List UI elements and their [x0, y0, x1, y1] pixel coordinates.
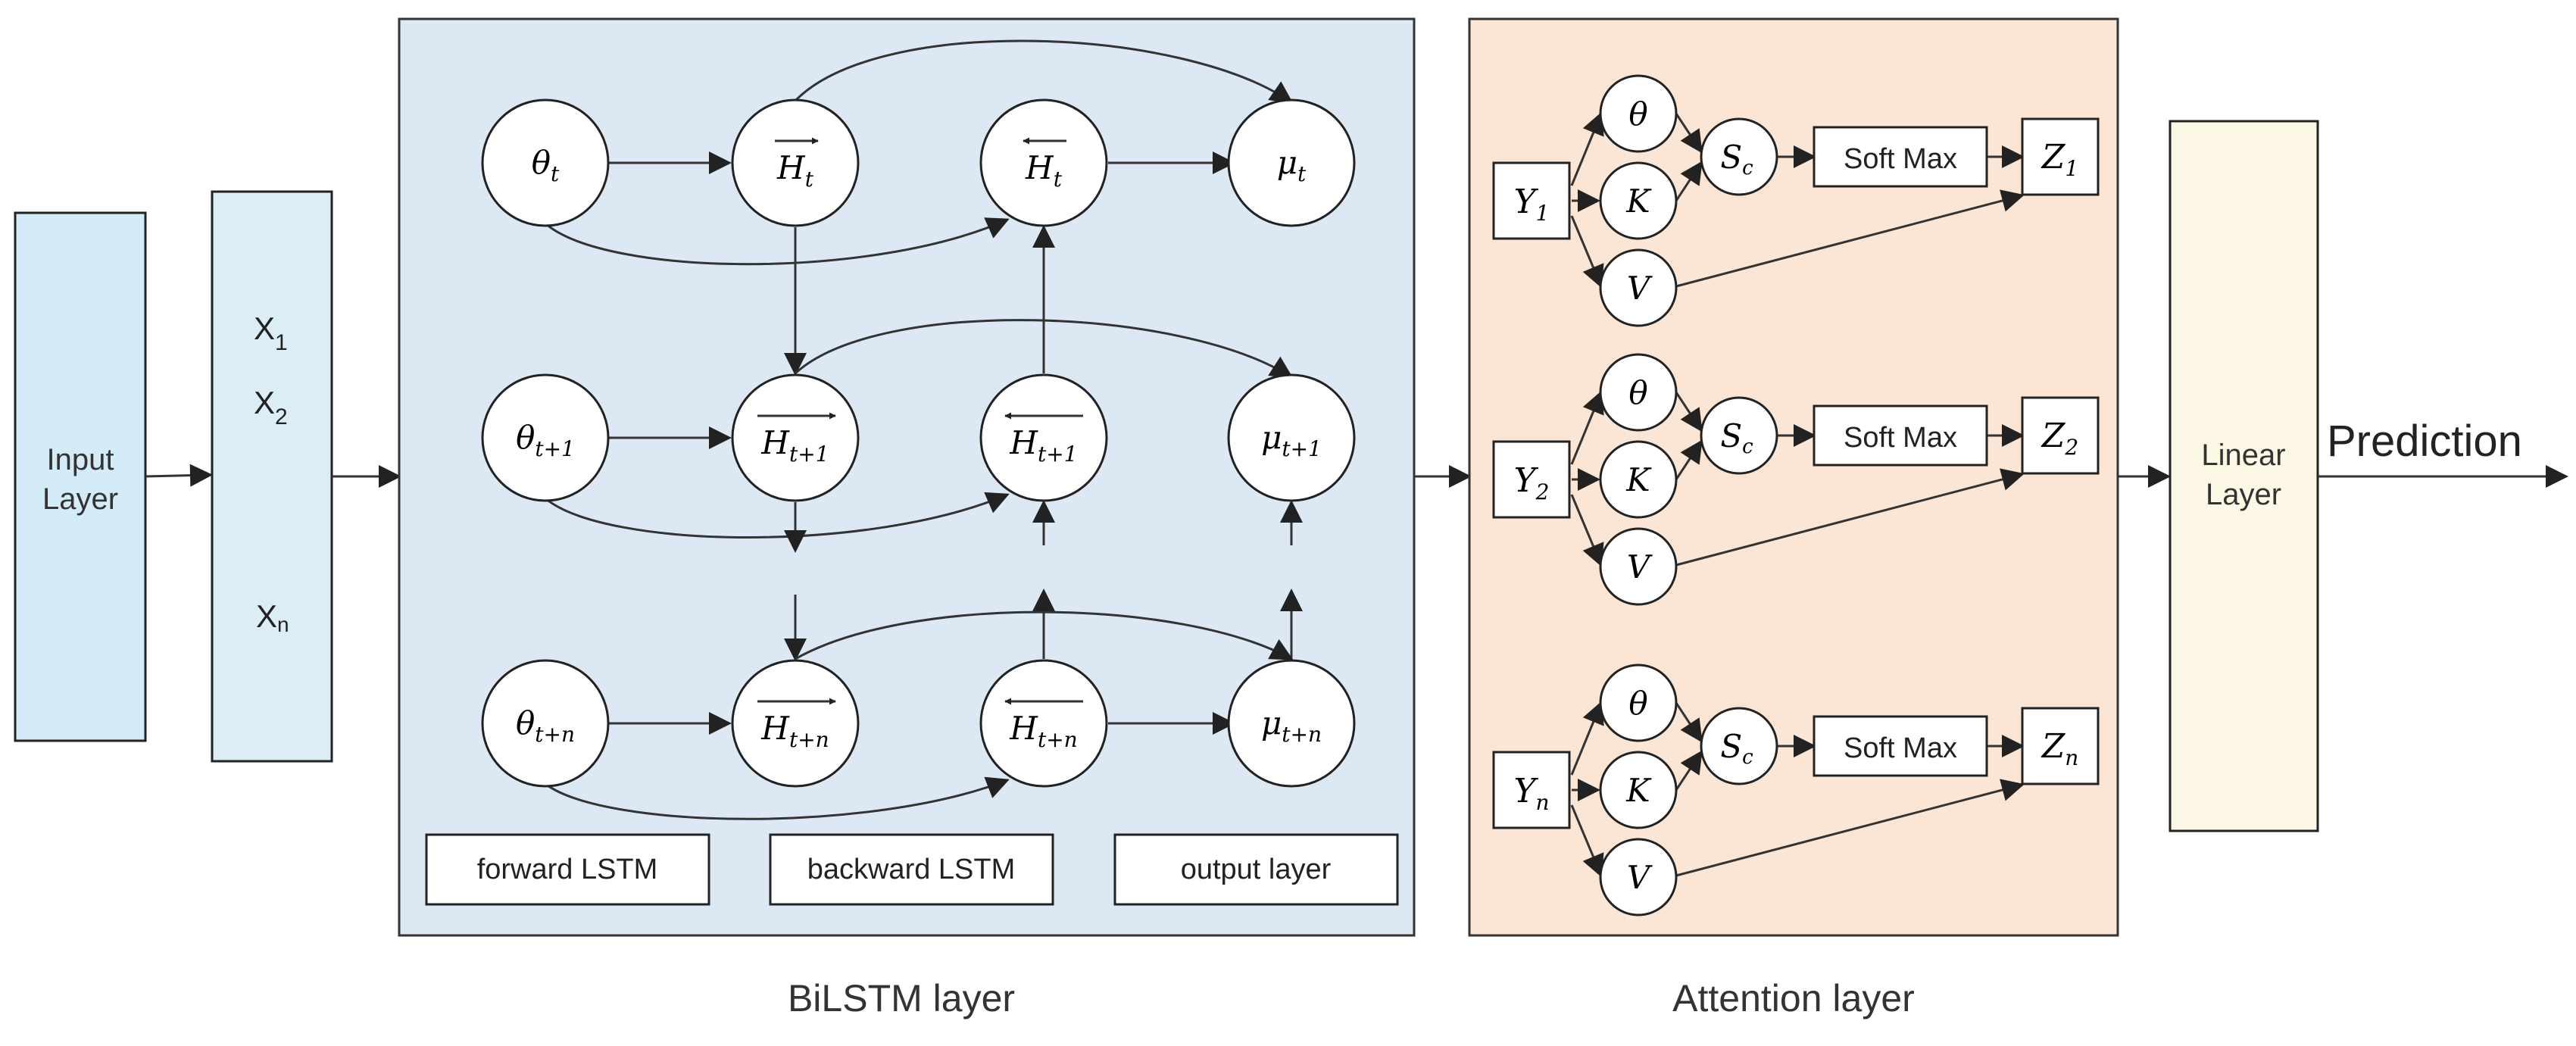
theta-label: θ: [1628, 374, 1647, 411]
prediction-label: Prediction: [2327, 417, 2522, 466]
input-layer-label-line2: Layer: [42, 482, 118, 516]
value-node: [1599, 248, 1678, 327]
forward-h-t-label: Ht: [776, 149, 814, 192]
key-label: K: [1625, 461, 1652, 498]
x2-label: X2: [254, 385, 288, 429]
attention-block-1: Y1 θ K V Sc Soft Max Z1: [1492, 74, 2100, 327]
score-node: [1700, 707, 1778, 785]
y1-box: [1492, 161, 1571, 240]
score-label: Sc: [1720, 728, 1753, 769]
theta-t-label: θt: [532, 144, 560, 186]
linear-layer-label-line2: Layer: [2206, 478, 2281, 511]
softmax-label: Soft Max: [1844, 143, 1957, 175]
theta-t1-node: [481, 373, 610, 502]
y2-box: [1492, 440, 1571, 519]
z1-box: [2021, 117, 2100, 196]
bilstm-layer-caption: BiLSTM layer: [788, 977, 1015, 1019]
z2-box: [2021, 396, 2100, 475]
input-layer-box: [14, 211, 147, 742]
mu-t-label: μt: [1277, 144, 1307, 186]
softmax-label: Soft Max: [1844, 422, 1957, 454]
theta-label: θ: [1628, 685, 1647, 722]
theta-node: [1599, 664, 1678, 742]
y2-label: Y2: [1514, 461, 1550, 504]
backward-h-t-label: Ht: [1025, 149, 1063, 192]
yn-label: Yn: [1513, 772, 1549, 815]
forward-h-t1-node: [731, 373, 860, 502]
key-node: [1599, 440, 1678, 519]
legend-forward-lstm: forward LSTM: [477, 854, 658, 885]
key-node: [1599, 161, 1678, 240]
bilstm-row-tn: θt+n Ht+n Ht+n μt+n: [481, 659, 1356, 788]
legend-output-layer: output layer: [1181, 854, 1332, 885]
key-node: [1599, 751, 1678, 829]
legend-output-layer-box: [1113, 833, 1399, 906]
yn-box: [1492, 751, 1571, 829]
key-label: K: [1625, 183, 1652, 220]
xn-label: Xn: [256, 598, 289, 636]
backward-h-t-node: [979, 98, 1108, 227]
value-node: [1599, 527, 1678, 606]
legend-backward-lstm-box: [769, 833, 1054, 906]
mu-tn-label: μt+n: [1261, 704, 1322, 747]
y1-label: Y1: [1514, 183, 1550, 226]
score-label: Sc: [1720, 139, 1753, 180]
mu-t1-node: [1227, 373, 1356, 502]
value-label: V: [1627, 270, 1653, 307]
forward-h-t1-label: Ht+1: [760, 424, 829, 467]
key-label: K: [1625, 772, 1652, 809]
softmax-box: [1813, 126, 1988, 188]
linear-layer-box: [2169, 120, 2319, 832]
z1-label: Z1: [2041, 138, 2078, 181]
x1-label: X1: [254, 311, 288, 355]
arrow-input-to-x: [145, 464, 213, 487]
zn-label: Zn: [2041, 727, 2079, 770]
softmax-box: [1813, 715, 1988, 777]
forward-h-tn-label: Ht+n: [760, 710, 829, 752]
legend-backward-lstm: backward LSTM: [807, 854, 1016, 885]
value-label: V: [1627, 548, 1653, 585]
bilstm-row-t: θt Ht Ht μt: [481, 98, 1356, 227]
softmax-box: [1813, 404, 1988, 467]
score-node: [1700, 117, 1778, 196]
mu-t-node: [1227, 98, 1356, 227]
attention-block-2: Y2 θ K V Sc Soft Max Z2: [1492, 353, 2100, 606]
backward-h-tn-label: Ht+n: [1009, 710, 1077, 752]
bilstm-edges: [545, 39, 1303, 820]
bilstm-row-t1: θt+1 Ht+1 Ht+1 μt+1: [481, 373, 1356, 502]
value-node: [1599, 838, 1678, 916]
score-label: Sc: [1720, 417, 1753, 458]
zn-box: [2021, 707, 2100, 785]
theta-label: θ: [1628, 95, 1647, 133]
attention-block-n: Yn θ K V Sc Soft Max Zn: [1492, 664, 2100, 916]
backward-h-t1-label: Ht+1: [1009, 424, 1077, 467]
forward-h-tn-node: [731, 659, 860, 788]
input-layer-label-line1: Input: [47, 443, 114, 476]
theta-t1-label: θt+1: [516, 419, 575, 461]
theta-tn-node: [481, 659, 610, 788]
attention-layer-caption: Attention layer: [1672, 977, 1915, 1019]
value-label: V: [1627, 859, 1653, 896]
theta-node: [1599, 74, 1678, 153]
z2-label: Z2: [2041, 417, 2078, 460]
theta-t-node: [481, 98, 610, 227]
linear-layer-label-line1: Linear: [2201, 439, 2285, 472]
backward-h-t1-node: [979, 373, 1108, 502]
mu-t1-label: μt+1: [1261, 419, 1322, 461]
input-sequence-box: [211, 190, 333, 763]
mu-tn-node: [1227, 659, 1356, 788]
legend-forward-lstm-box: [425, 833, 710, 906]
softmax-label: Soft Max: [1844, 732, 1957, 764]
score-node: [1700, 396, 1778, 475]
theta-tn-label: θt+n: [516, 704, 575, 747]
backward-h-tn-node: [979, 659, 1108, 788]
theta-node: [1599, 353, 1678, 432]
forward-h-t-node: [731, 98, 860, 227]
